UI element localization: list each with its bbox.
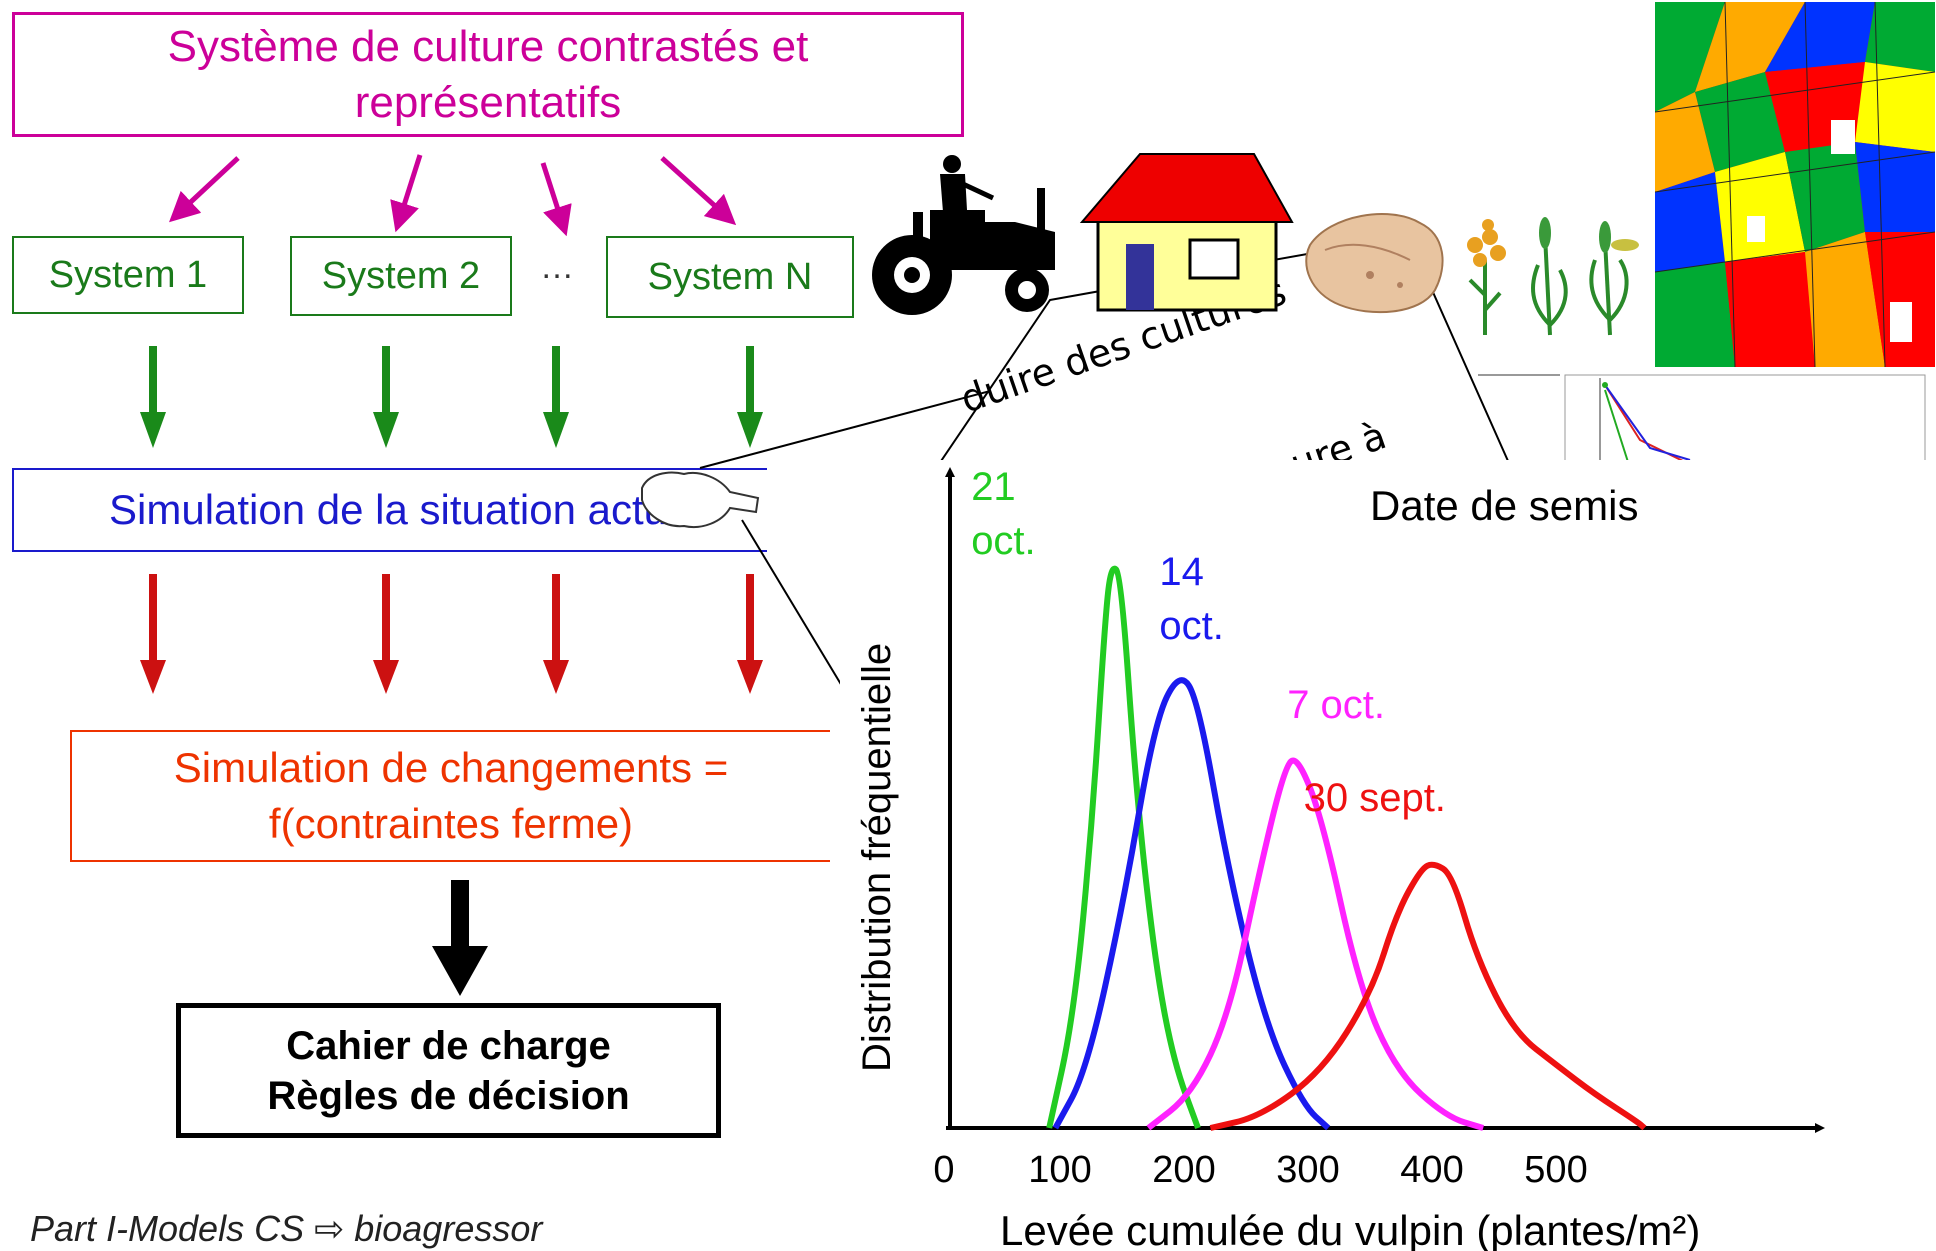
chart-y-label: Distribution fréquentielle <box>855 643 899 1072</box>
green-arrow-1-shaft <box>149 346 157 416</box>
x-tick-label-3: 300 <box>1276 1149 1339 1191</box>
x-tick-label-1: 100 <box>1028 1149 1091 1191</box>
decision-rules-box: Cahier de charge Règles de décision <box>176 1003 721 1138</box>
system-2-box: System 2 <box>290 236 512 316</box>
arrow-to-system-2 <box>390 154 423 233</box>
x-tick-label-4: 400 <box>1400 1149 1463 1191</box>
arrow-to-system-n <box>660 156 737 226</box>
system-n-label: System N <box>647 255 813 298</box>
hand-icon <box>641 471 760 528</box>
simulation-actual-text: Simulation de la situation actu <box>109 486 667 533</box>
green-arrow-3-head <box>543 412 569 448</box>
x-tick-label-2: 200 <box>1152 1149 1215 1191</box>
magenta-arrows <box>169 154 737 237</box>
series-label-2: 7 oct. <box>1287 683 1385 727</box>
series-line-1 <box>1052 677 1331 1131</box>
tractor-icon <box>872 155 1055 315</box>
red-arrow-4-head <box>737 660 763 694</box>
arrow-to-ellipsis <box>540 162 572 237</box>
series-label-3: 30 sept. <box>1304 776 1446 820</box>
farmhouse-icon <box>1079 153 1294 312</box>
system-types-box: Système de culture contrastés et représe… <box>12 12 964 137</box>
green-arrows <box>140 346 763 448</box>
simulation-actual-box: Simulation de la situation actu <box>12 468 767 552</box>
x-tick-label-0: 0 <box>933 1149 954 1191</box>
black-arrow <box>432 880 488 996</box>
red-arrow-1-shaft <box>149 574 157 664</box>
green-arrow-1-head <box>140 412 166 448</box>
green-arrow-2-shaft <box>382 346 390 416</box>
chart-x-label: Levée cumulée du vulpin (plantes/m²) <box>1000 1207 1700 1251</box>
soil-icon <box>1305 213 1444 314</box>
series-line-0 <box>1046 565 1201 1130</box>
system-types-text: Système de culture contrastés et représe… <box>167 21 809 127</box>
system-1-box: System 1 <box>12 236 244 314</box>
plants-icon <box>1467 217 1639 336</box>
green-arrow-2-head <box>373 412 399 448</box>
red-arrow-2-shaft <box>382 574 390 664</box>
mini-chart-icon <box>1564 374 1926 471</box>
chart-title: Date de semis <box>1370 482 1638 529</box>
green-arrow-4-shaft <box>746 346 754 416</box>
series-line-3 <box>1209 861 1647 1131</box>
system-n-box: System N <box>606 236 854 318</box>
green-arrow-3-shaft <box>552 346 560 416</box>
red-arrow-3-shaft <box>552 574 560 664</box>
system-2-label: System 2 <box>321 254 481 297</box>
green-arrow-4-head <box>737 412 763 448</box>
red-arrow-3-head <box>543 660 569 694</box>
field-map-icon <box>1655 2 1935 367</box>
systems-ellipsis: … <box>540 248 574 286</box>
simulation-changes-text: Simulation de changements = f(contrainte… <box>173 744 729 847</box>
footer-caption: Part I-Models CS ⇨ bioagressor <box>30 1208 543 1249</box>
series-line-2 <box>1146 757 1485 1131</box>
arrow-to-system-1 <box>169 156 240 223</box>
red-arrow-2-head <box>373 660 399 694</box>
red-arrow-1-head <box>140 660 166 694</box>
red-arrow-4-shaft <box>746 574 754 664</box>
system-1-label: System 1 <box>48 253 208 296</box>
simulation-changes-box: Simulation de changements = f(contrainte… <box>70 730 830 862</box>
x-tick-label-5: 500 <box>1524 1149 1587 1191</box>
decision-rules-text: Cahier de charge Règles de décision <box>267 1023 630 1118</box>
red-arrows <box>140 574 763 694</box>
